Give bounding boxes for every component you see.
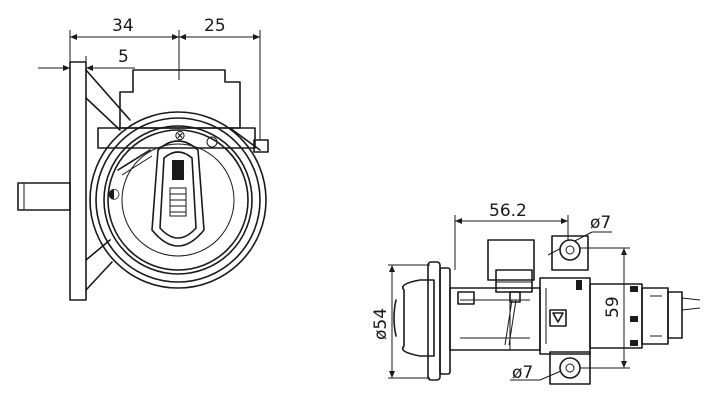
mounting-tab-top (551, 235, 589, 271)
dimension-59: 59 (580, 247, 630, 369)
left-view: 34 25 5 (17, 16, 269, 301)
mounting-plate (69, 61, 131, 301)
dimension-dia7-bottom: ø7 (510, 363, 569, 383)
dimension-dia54-label: ø54 (371, 308, 391, 340)
dimension-dia7-bottom-label: ø7 (512, 363, 533, 383)
top-connector (487, 239, 535, 303)
knob-indicator (172, 160, 184, 180)
switch-body-side (449, 287, 541, 351)
dimension-56-2: 56.2 (454, 201, 569, 270)
mounting-tab-bottom (549, 351, 591, 385)
dimension-56-2-label: 56.2 (489, 201, 527, 221)
knob-symbols: ⊗ ◐ (108, 128, 218, 202)
dimension-dia7-top-label: ø7 (590, 213, 611, 233)
left-shaft (17, 182, 71, 211)
wire (504, 299, 517, 346)
dimension-5-label: 5 (118, 47, 129, 67)
dimension-5: 5 (38, 47, 135, 71)
knob-cap-side (393, 261, 451, 381)
scale-mark (117, 149, 151, 171)
top-housing (97, 69, 269, 153)
dimension-59-label: 59 (603, 296, 623, 318)
rear-housing (539, 277, 591, 355)
knob-bezel (89, 111, 267, 289)
symbol-mark: ⊗ (174, 128, 186, 144)
connector-plug (589, 283, 701, 349)
right-view: 56.2 ø7 ø54 59 ø7 (371, 201, 701, 385)
dimension-25: 25 (179, 16, 261, 140)
scale-mark-2 (121, 155, 153, 176)
dimension-dia54: ø54 (371, 264, 430, 379)
lamp-symbol-icon: ◐ (108, 186, 120, 202)
dimension-25-label: 25 (204, 16, 226, 36)
off-symbol-icon (206, 136, 218, 148)
dimension-34-label: 34 (112, 16, 134, 36)
rotary-knob (121, 140, 235, 257)
